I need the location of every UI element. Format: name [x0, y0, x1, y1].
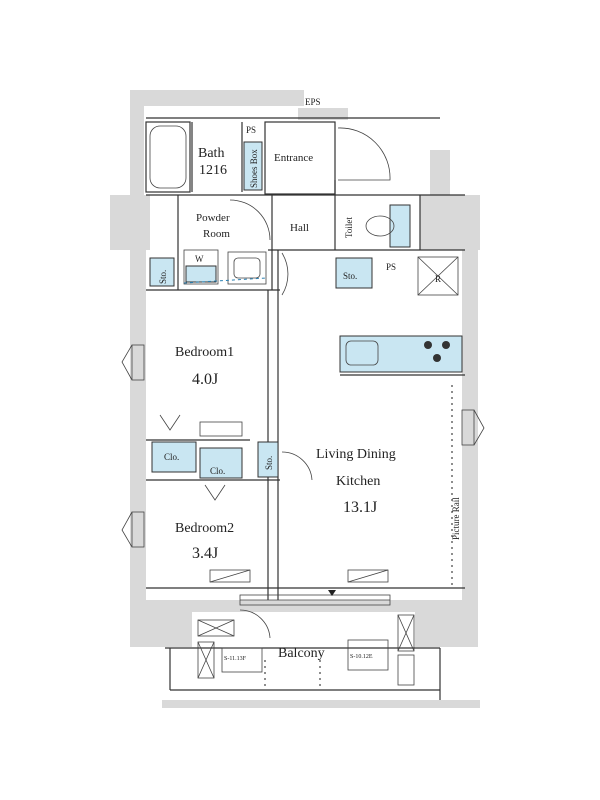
picture-rail-label: Picture Rail	[451, 497, 461, 540]
washer-icon	[183, 249, 219, 285]
doors	[159, 127, 391, 639]
kitchen-counter	[339, 335, 463, 373]
fixtures	[149, 141, 463, 690]
fridge-label: R	[435, 274, 441, 284]
sto-hall-label: Sto.	[343, 271, 357, 281]
outdoor-unit-2-label: S-10.12E	[350, 654, 373, 660]
powder-room-label-2: Room	[203, 228, 230, 240]
ldk-size-label: 13.1J	[343, 499, 377, 516]
sto-left-label: Sto.	[158, 270, 168, 284]
closet-2-label: Clo.	[210, 466, 225, 476]
bedroom2-size-label: 3.4J	[192, 545, 218, 562]
kitchen-sink-icon	[345, 340, 379, 366]
sink-icon	[233, 257, 261, 279]
bedroom2-label: Bedroom2	[175, 521, 234, 536]
stove-icon	[424, 341, 450, 362]
washer-label: W	[195, 254, 204, 264]
balcony-label: Balcony	[278, 646, 325, 661]
closet-1-label: Clo.	[164, 452, 179, 462]
closet-2	[199, 447, 243, 479]
toilet-bowl-icon	[365, 215, 395, 237]
windows	[121, 344, 485, 606]
shoes-box-cabinet	[243, 141, 263, 191]
entrance-label: Entrance	[274, 152, 313, 164]
hall-label: Hall	[290, 222, 309, 234]
bedroom1-label: Bedroom1	[175, 345, 234, 360]
toilet-label: Toilet	[344, 217, 354, 238]
bath-label: Bath	[198, 146, 224, 161]
bath-size-label: 1216	[199, 163, 227, 178]
closet-1	[151, 441, 197, 473]
outdoor-unit-1-label: S-11.13F	[224, 656, 247, 662]
powder-room-label-1: Powder	[196, 212, 230, 224]
bedroom1-size-label: 4.0J	[192, 371, 218, 388]
ps-mid-label: PS	[386, 262, 396, 272]
ps-top-label: PS	[246, 125, 256, 135]
fridge-space	[417, 256, 459, 296]
sto-mid-label: Sto.	[264, 456, 274, 470]
walls	[110, 90, 480, 708]
ldk-label-1: Living Dining	[316, 447, 396, 462]
interior-walls	[145, 117, 465, 700]
shoes-box-label: Shoes Box	[249, 149, 259, 188]
room-labels: EPS PS Bath 1216 Shoes Box Entrance Powd…	[158, 97, 461, 662]
ldk-label-2: Kitchen	[336, 474, 380, 489]
eps-label: EPS	[305, 97, 321, 107]
